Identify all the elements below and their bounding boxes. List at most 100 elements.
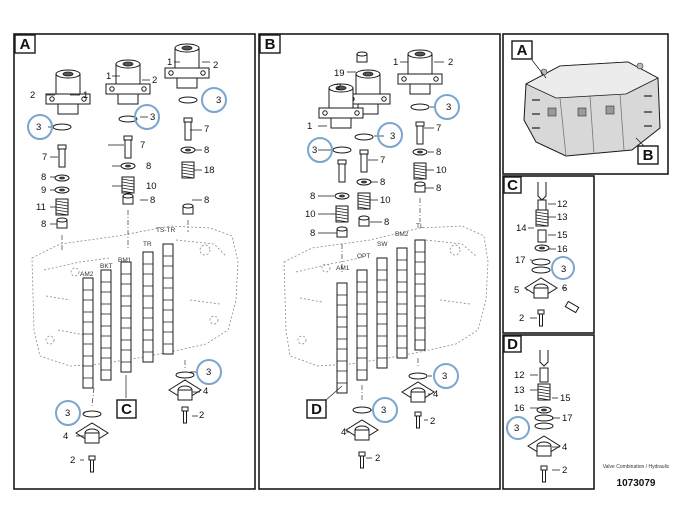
spring	[413, 162, 427, 180]
part-number: 8	[310, 228, 315, 239]
o-ring	[531, 266, 551, 274]
spring	[55, 198, 69, 216]
part-number: 4	[63, 431, 68, 442]
solenoid-valve	[397, 49, 443, 95]
part-number: 18	[204, 165, 215, 176]
bolt	[181, 406, 189, 424]
o-ring	[534, 414, 554, 422]
o-ring	[531, 258, 551, 266]
part-number: 2	[30, 90, 35, 101]
part-number: 11	[36, 202, 46, 213]
plug	[539, 367, 549, 383]
panel-a-frame	[13, 33, 256, 490]
view-c-callout	[116, 399, 137, 419]
spool-label: OPT	[357, 253, 370, 260]
part-number: 2	[213, 60, 218, 71]
part-number: 8	[436, 147, 441, 158]
panel-a-drawing: AM2 BKT BM1 TR TS-TR 2 1 3 7 8 9 11 8 1 …	[27, 43, 239, 473]
bolt	[564, 300, 580, 314]
spool	[120, 261, 132, 373]
bolt	[88, 455, 96, 473]
spool-label: BM2	[395, 231, 409, 238]
bolt	[358, 451, 366, 469]
o-ring	[352, 406, 372, 414]
plug	[414, 181, 426, 193]
seal-callout-circle	[551, 256, 575, 280]
seal-callout-circle	[377, 122, 403, 148]
seal-callout-circle	[201, 87, 227, 113]
part-number: 2	[336, 82, 341, 93]
part-number: 2	[448, 57, 453, 68]
overview-b-callout	[637, 145, 659, 165]
seal-callout-circle	[196, 359, 222, 385]
part-number: 3	[446, 102, 451, 113]
panel-overview-drawing: B	[523, 59, 661, 165]
plug	[56, 217, 68, 229]
part-number: 7	[204, 124, 209, 135]
plug	[336, 226, 348, 238]
washer	[534, 244, 550, 252]
spool	[414, 239, 426, 351]
part-number: 10	[146, 181, 157, 192]
spring	[357, 192, 371, 210]
part-number: 10	[436, 165, 447, 176]
plug	[356, 51, 368, 63]
part-number: 3	[561, 264, 566, 275]
part-number: 3	[312, 145, 317, 156]
part-number: 2	[152, 75, 157, 86]
spring	[121, 176, 135, 194]
part-number: 8	[204, 195, 209, 206]
valve-body-outline	[31, 225, 239, 367]
end-cover	[401, 381, 435, 403]
svg-text:B: B	[265, 36, 276, 53]
svg-text:C: C	[121, 401, 132, 418]
part-number: 3	[36, 122, 41, 133]
end-cover	[345, 419, 379, 441]
spool	[142, 251, 154, 363]
o-ring	[354, 133, 374, 141]
part-number: 1	[307, 121, 312, 132]
end-cover	[527, 435, 561, 457]
seal-callout-circle	[506, 416, 530, 440]
figure-reference-number: 1073079	[617, 478, 656, 489]
part-number: 10	[305, 209, 316, 220]
valve-stem	[183, 117, 193, 141]
part-number: 8	[146, 161, 151, 172]
spool	[356, 269, 368, 381]
seal-callout-circle	[434, 94, 460, 120]
end-cover	[168, 379, 202, 401]
washer	[180, 146, 196, 154]
svg-text:B: B	[643, 147, 654, 164]
part-number: 4	[341, 427, 346, 438]
seal-callout-circle	[134, 104, 160, 130]
solenoid-valve	[105, 59, 151, 105]
spring	[537, 383, 551, 401]
part-number: 3	[514, 423, 519, 434]
part-number: 12	[557, 199, 568, 210]
part-number: 16	[514, 403, 525, 414]
spool	[100, 269, 112, 381]
part-number: 8	[380, 177, 385, 188]
o-ring	[82, 410, 102, 418]
spring	[335, 205, 349, 223]
end-cover	[524, 277, 558, 299]
part-number: 1	[83, 90, 88, 101]
washer	[54, 186, 70, 194]
part-number: 1	[106, 71, 111, 82]
part-number: 9	[41, 185, 46, 196]
part-number: 7	[140, 140, 145, 151]
seal-callout-circle	[433, 363, 459, 389]
spool-label: TR	[143, 241, 152, 248]
bolt	[414, 411, 422, 429]
part-number: 6	[562, 283, 567, 294]
panel-overview-frame	[502, 33, 669, 175]
spool	[396, 247, 408, 359]
view-d-callout	[306, 399, 327, 419]
spool-label: TS-TR	[156, 227, 175, 234]
plug	[122, 193, 134, 205]
spool	[82, 277, 94, 389]
part-number: 2	[199, 410, 204, 421]
o-ring	[52, 123, 72, 131]
part-number: 2	[375, 453, 380, 464]
svg-text:D: D	[311, 401, 322, 418]
